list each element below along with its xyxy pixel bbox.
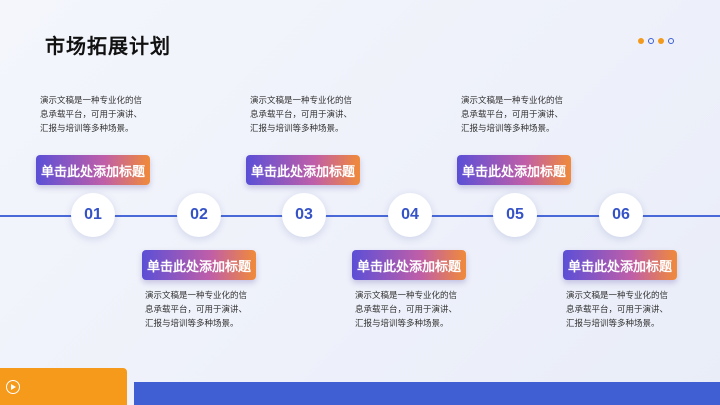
- page-title: 市场拓展计划: [45, 34, 171, 58]
- dot-icon: [638, 38, 644, 44]
- timeline-node: 01: [71, 193, 115, 237]
- dot-icon: [648, 38, 654, 44]
- timeline-node: 05: [493, 193, 537, 237]
- timeline-node: 06: [599, 193, 643, 237]
- item-description: 演示文稿是一种专业化的信息承载平台，可用于演讲、汇报与培训等多种场景。: [566, 291, 669, 329]
- item-description: 演示文稿是一种专业化的信息承载平台，可用于演讲、汇报与培训等多种场景。: [40, 96, 143, 134]
- decorative-dots: [638, 38, 674, 44]
- timeline-node: 02: [177, 193, 221, 237]
- item-title-tag[interactable]: 单击此处添加标题: [142, 250, 256, 280]
- item-title-tag[interactable]: 单击此处添加标题: [352, 250, 466, 280]
- item-description: 演示文稿是一种专业化的信息承载平台，可用于演讲、汇报与培训等多种场景。: [355, 291, 458, 329]
- item-description: 演示文稿是一种专业化的信息承载平台，可用于演讲、汇报与培训等多种场景。: [250, 96, 353, 134]
- footer-accent-blue: [134, 382, 720, 405]
- dot-icon: [658, 38, 664, 44]
- timeline-line: [0, 215, 720, 217]
- footer-accent-orange: [0, 368, 127, 405]
- item-title-tag[interactable]: 单击此处添加标题: [246, 155, 360, 185]
- item-description: 演示文稿是一种专业化的信息承载平台，可用于演讲、汇报与培训等多种场景。: [145, 291, 248, 329]
- timeline-node: 04: [388, 193, 432, 237]
- dot-icon: [668, 38, 674, 44]
- item-title-tag[interactable]: 单击此处添加标题: [36, 155, 150, 185]
- item-title-tag[interactable]: 单击此处添加标题: [563, 250, 677, 280]
- play-circle-icon[interactable]: [6, 380, 20, 394]
- item-title-tag[interactable]: 单击此处添加标题: [457, 155, 571, 185]
- item-description: 演示文稿是一种专业化的信息承载平台，可用于演讲、汇报与培训等多种场景。: [461, 96, 564, 134]
- timeline-node: 03: [282, 193, 326, 237]
